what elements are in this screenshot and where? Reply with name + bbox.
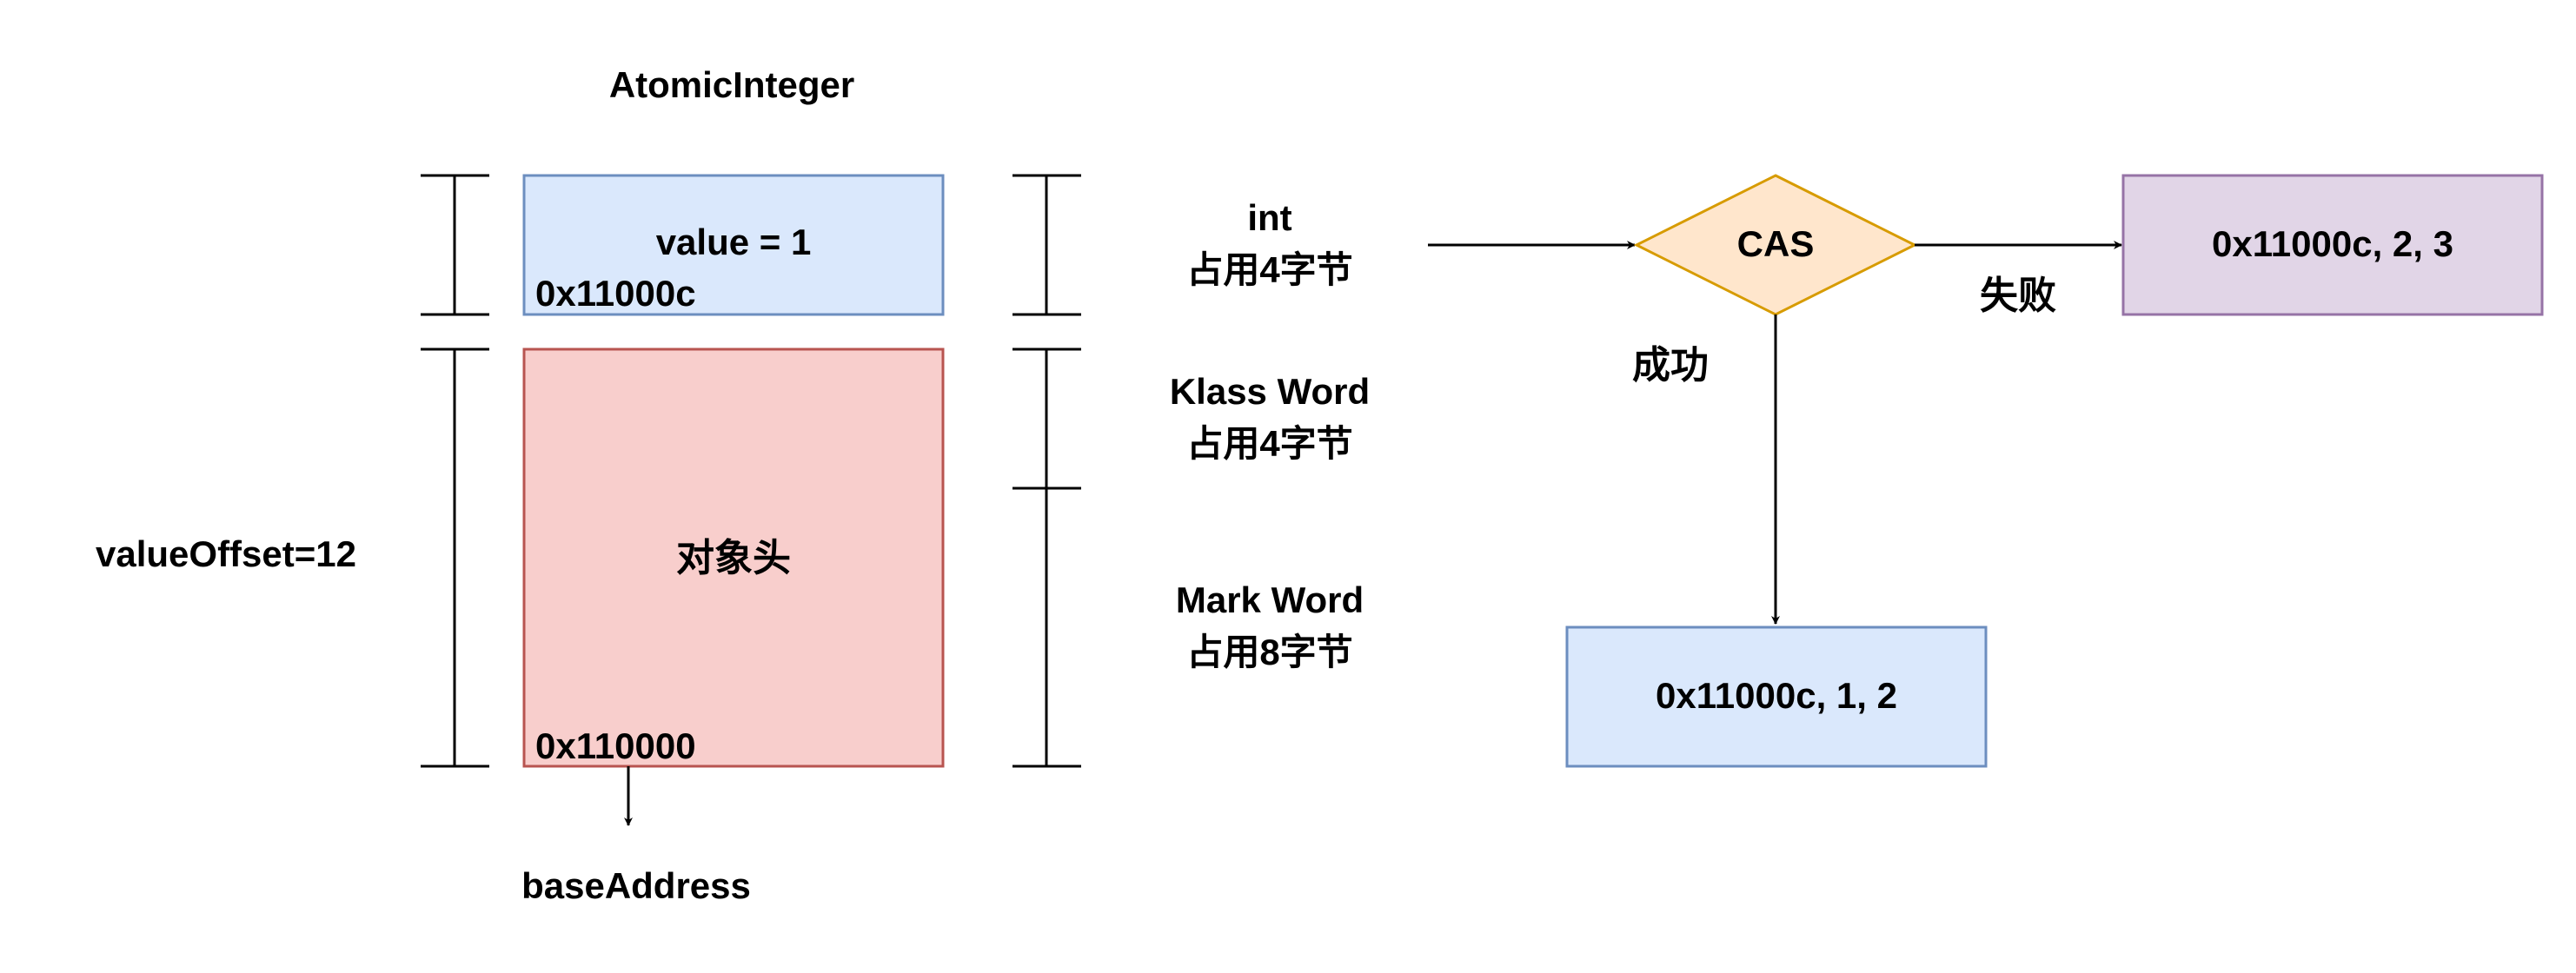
object-header-box bbox=[522, 348, 945, 768]
value-label: value = 1 bbox=[656, 222, 812, 262]
int-bracket bbox=[1012, 174, 1081, 316]
value-offset-label: valueOffset=12 bbox=[96, 533, 356, 574]
success-result-box bbox=[1565, 626, 1988, 768]
fail-result-label: 0x11000c, 2, 3 bbox=[2212, 223, 2453, 264]
int-segment-label: int bbox=[1247, 197, 1291, 238]
mark-word-label: Mark Word bbox=[1176, 579, 1364, 620]
object-header-label: 对象头 bbox=[676, 537, 791, 579]
fail-label: 失败 bbox=[1980, 275, 2056, 317]
fail-result-box bbox=[2121, 174, 2544, 316]
base-address-label: baseAddress bbox=[521, 865, 751, 906]
success-result-label: 0x11000c, 1, 2 bbox=[1656, 675, 1897, 716]
offset-bracket bbox=[421, 348, 489, 768]
value-box bbox=[522, 174, 945, 316]
success-label: 成功 bbox=[1632, 344, 1709, 387]
header-bracket bbox=[1012, 348, 1081, 768]
int-segment-size: 占用4字节 bbox=[1186, 249, 1352, 290]
klass-word-label: Klass Word bbox=[1170, 371, 1370, 412]
value-bracket bbox=[421, 174, 489, 316]
klass-word-size: 占用4字节 bbox=[1186, 423, 1352, 464]
cas-label: CAS bbox=[1737, 223, 1815, 264]
value-address: 0x11000c bbox=[535, 273, 696, 314]
diagram-title: AtomicInteger bbox=[609, 64, 854, 105]
header-address: 0x110000 bbox=[535, 725, 696, 766]
mark-word-size: 占用8字节 bbox=[1186, 632, 1352, 672]
